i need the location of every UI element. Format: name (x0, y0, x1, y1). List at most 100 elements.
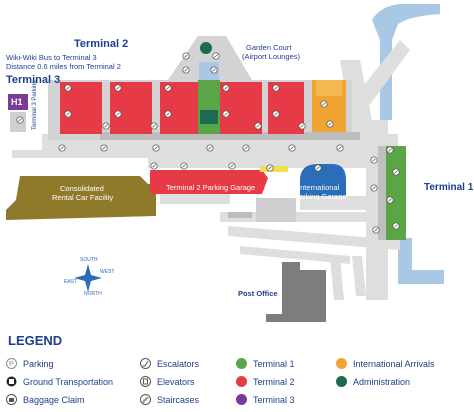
legend-terminal3: Terminal 3 (236, 394, 295, 405)
facility-marker-glyph (208, 146, 212, 150)
administration-block (200, 110, 218, 124)
intl-garage-sublabel: Parking Garage (294, 192, 347, 201)
airport-map (6, 4, 444, 322)
facility-marker-glyph (290, 146, 294, 150)
facility-marker-glyph (374, 228, 378, 232)
facility-marker-glyph (66, 112, 70, 116)
legend-escalators: Escalators (140, 358, 199, 369)
legend-label: Ground Transportation (23, 376, 114, 387)
facility-marker-glyph (166, 86, 170, 90)
compass-west: WEST (100, 269, 115, 275)
legend: P Parking Ground Transportation Baggage … (6, 354, 472, 410)
international-parking-garage (300, 164, 346, 196)
terminal1-label: Terminal 1 (424, 182, 474, 193)
facility-marker-glyph (224, 86, 228, 90)
facility-marker-glyph (268, 166, 272, 170)
compass-east: EAST (64, 279, 78, 285)
facility-marker-glyph (104, 124, 108, 128)
terminal3-parking-label: Terminal 3 Parking (32, 80, 38, 130)
compass-north: NORTH (84, 291, 102, 297)
facility-marker-glyph (300, 124, 304, 128)
terminal2-parking-garage (150, 170, 268, 194)
post-office-block (266, 262, 326, 322)
garden-court-label: Garden Court (246, 43, 292, 52)
terminal2-swatch (236, 376, 247, 387)
legend-title: LEGEND (8, 333, 63, 348)
legend-baggage-claim: Baggage Claim (6, 394, 85, 405)
facility-marker-glyph (66, 86, 70, 90)
legend-label: Elevators (157, 376, 195, 387)
road-sign-strip (228, 212, 252, 218)
wikiwiki-distance-label: Distance 0.6 miles from Terminal 2 (6, 62, 121, 71)
facility-marker-glyph (372, 158, 376, 162)
facility-marker-glyph (388, 148, 392, 152)
elevator-icon (140, 376, 151, 387)
facility-marker-glyph (182, 164, 186, 168)
facility-marker-glyph (184, 68, 188, 72)
facility-marker-glyph (394, 170, 398, 174)
terminal1-block (386, 146, 406, 240)
terminal3-h1-block (8, 94, 28, 110)
terminal1-walkway (378, 146, 386, 240)
legend-terminal1: Terminal 1 (236, 358, 295, 369)
wikiwiki-bus-label: Wiki-Wiki Bus to Terminal 3 (6, 53, 97, 62)
legend-label: Terminal 3 (253, 394, 295, 405)
facility-marker-glyph (166, 112, 170, 116)
administration-swatch (336, 376, 347, 387)
facility-marker-glyph (214, 54, 218, 58)
facility-marker-glyph (212, 68, 216, 72)
facility-marker-glyph (322, 102, 326, 106)
legend-staircases: Staircases (140, 394, 199, 405)
facility-marker-glyph (328, 122, 332, 126)
facility-marker-glyph (394, 224, 398, 228)
legend-label: Baggage Claim (23, 394, 85, 405)
garage-yellow-stripe (260, 166, 288, 172)
water-channel-right (398, 238, 444, 284)
rental-car-sublabel: Rental Car Facility (52, 193, 114, 202)
facility-marker-glyph (316, 166, 320, 170)
terminal2-label: Terminal 2 (74, 38, 129, 50)
rental-car-label: Consolidated (60, 184, 104, 193)
facility-marker-glyph (154, 146, 158, 150)
h1-label: H1 (11, 97, 23, 107)
compass-rose (74, 264, 102, 292)
post-office-label: Post Office (238, 289, 278, 298)
map-facility-icons (16, 52, 400, 234)
legend-label: Escalators (157, 358, 200, 369)
facility-marker-glyph (338, 146, 342, 150)
facility-marker-glyph (244, 146, 248, 150)
facility-marker-glyph (256, 124, 260, 128)
facility-marker-glyph (372, 186, 376, 190)
facility-marker-glyph (152, 124, 156, 128)
facility-marker-glyph (388, 198, 392, 202)
legend-label: International Arrivals (353, 358, 435, 369)
facility-marker-glyph (18, 118, 22, 122)
facility-marker-glyph (116, 86, 120, 90)
legend-elevators: Elevators (140, 376, 195, 387)
terminal2-garage-label: Terminal 2 Parking Garage (166, 183, 256, 192)
legend-label: Administration (353, 376, 411, 387)
legend-parking: P Parking (6, 358, 54, 369)
facility-marker-glyph (60, 146, 64, 150)
terminal3-swatch (236, 394, 247, 405)
terminal1-swatch (236, 358, 247, 369)
facility-marker-glyph (152, 164, 156, 168)
svg-text:P: P (9, 361, 14, 368)
legend-administration: Administration (336, 376, 410, 387)
legend-label: Terminal 2 (253, 376, 295, 387)
facility-marker-glyph (102, 146, 106, 150)
escalator-icon (140, 358, 151, 369)
legend-label: Parking (23, 358, 54, 369)
legend-label: Staircases (157, 394, 200, 405)
legend-international-arrivals: International Arrivals (336, 358, 435, 369)
terminal3-label: Terminal 3 (6, 74, 61, 86)
facility-marker-glyph (274, 86, 278, 90)
stairs-icon (140, 394, 151, 405)
legend-label: Terminal 1 (253, 358, 295, 369)
international-arrivals-top (316, 80, 342, 96)
legend-ground-transportation: Ground Transportation (6, 376, 113, 387)
facility-marker-glyph (184, 54, 188, 58)
facility-marker-glyph (230, 164, 234, 168)
bus-icon (6, 376, 17, 387)
